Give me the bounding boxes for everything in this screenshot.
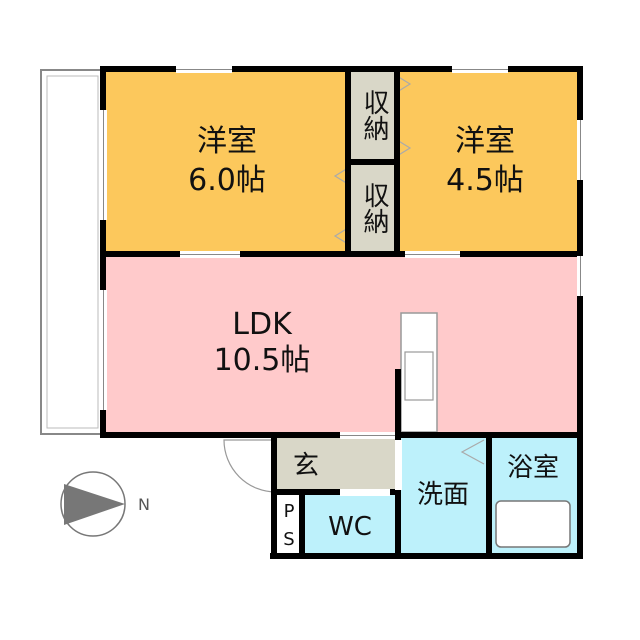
compass-icon bbox=[60, 471, 126, 537]
pipe-space-label-s: S bbox=[283, 529, 294, 550]
washroom-door-mark bbox=[460, 439, 485, 465]
ldk-fill bbox=[106, 256, 577, 432]
entrance-door-swing bbox=[223, 439, 277, 493]
entrance-label: 玄 bbox=[293, 451, 319, 481]
bedroom-right-fill bbox=[397, 72, 577, 252]
ldk-name: LDK bbox=[232, 307, 293, 342]
closet-lower-fill bbox=[350, 164, 395, 252]
bedroom-right-name: 洋室 bbox=[455, 124, 515, 159]
closet-door-mark-1 bbox=[396, 75, 412, 93]
toilet-fill bbox=[304, 494, 395, 553]
kitchen-sink bbox=[404, 351, 434, 401]
washroom-fill bbox=[400, 437, 488, 553]
compass-north-label: N bbox=[138, 495, 150, 514]
bedroom-left-name: 洋室 bbox=[197, 124, 257, 159]
closet-upper-label: 収納 bbox=[359, 89, 389, 141]
bedroom-right-size: 4.5帖 bbox=[446, 163, 524, 198]
pipe-space-label-p: P bbox=[284, 501, 295, 522]
bathtub bbox=[495, 500, 571, 548]
balcony bbox=[40, 69, 105, 435]
closet-door-mark-3 bbox=[333, 167, 349, 185]
bathroom-label: 浴室 bbox=[507, 453, 559, 483]
openings bbox=[100, 66, 584, 496]
pipe-space-fill bbox=[277, 494, 301, 553]
closet-upper-fill bbox=[350, 72, 395, 160]
toilet-label: WC bbox=[328, 512, 372, 542]
bedroom-left-fill bbox=[106, 72, 348, 252]
washroom-label: 洗面 bbox=[417, 480, 469, 510]
ldk-size: 10.5帖 bbox=[214, 343, 311, 378]
entrance-fill bbox=[277, 437, 395, 491]
closet-door-mark-4 bbox=[333, 227, 349, 245]
closet-lower-label: 収納 bbox=[359, 182, 389, 234]
balcony-inner-rail bbox=[46, 75, 99, 429]
closet-door-mark-2 bbox=[396, 139, 412, 157]
bedroom-left-size: 6.0帖 bbox=[188, 163, 266, 198]
